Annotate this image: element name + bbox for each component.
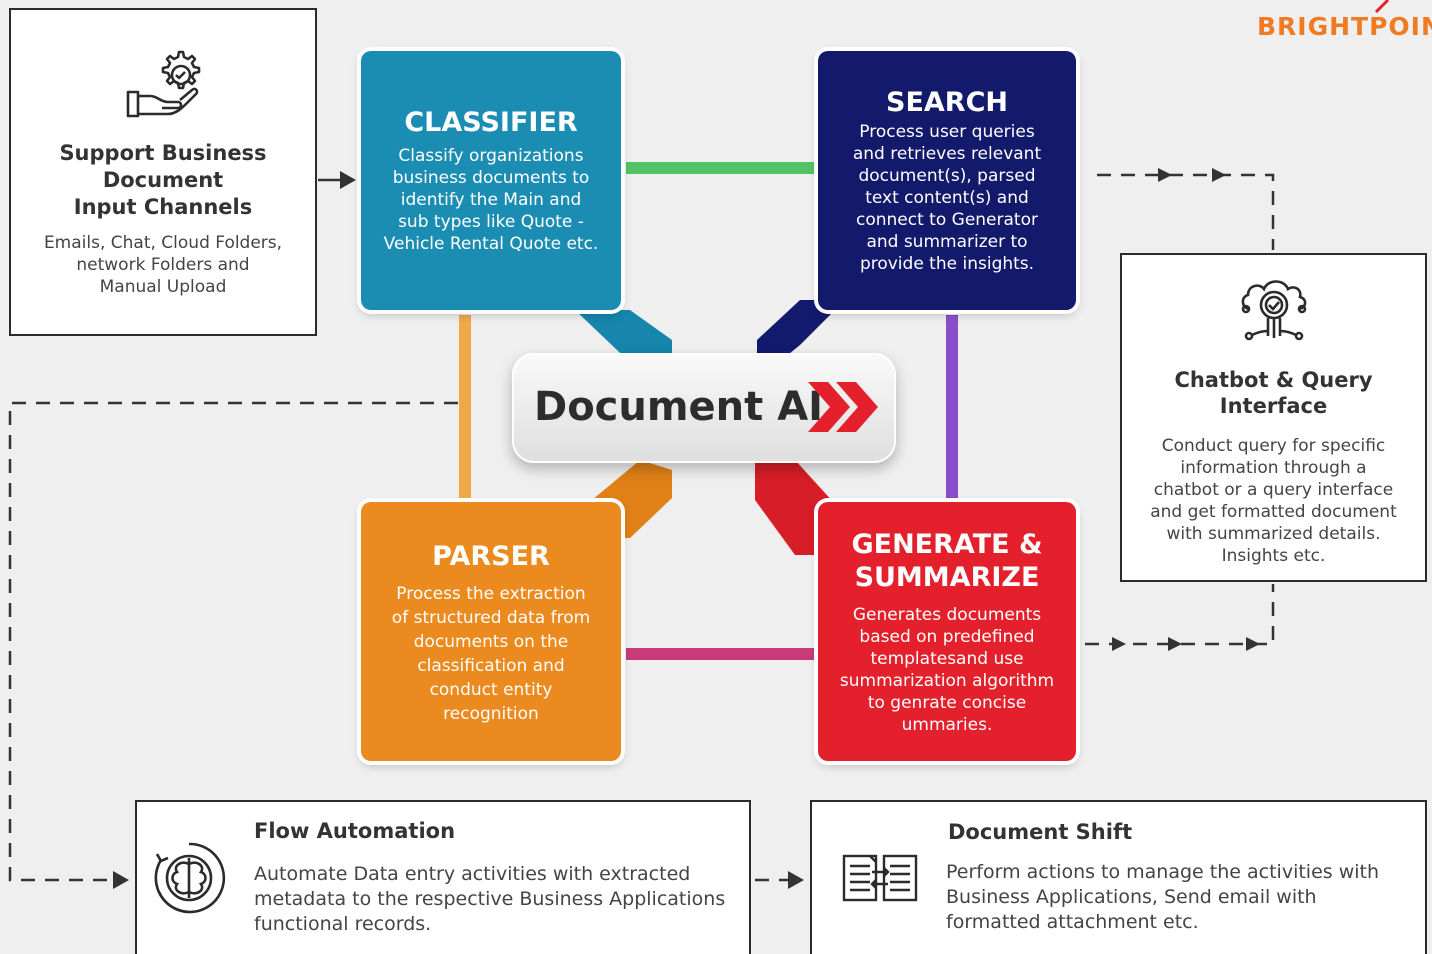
generate-desc-3: templatesand use — [870, 649, 1024, 669]
flow-desc-2: metadata to the respective Business Appl… — [254, 888, 726, 910]
search-desc-3: document(s), parsed — [858, 166, 1036, 186]
input-desc-line-2: network Folders and — [76, 255, 250, 275]
search-desc-1: Process user queries — [859, 122, 1035, 142]
arrowhead-flow — [113, 871, 129, 889]
brand-logo-text: BRIGHTPOIN — [1257, 12, 1432, 41]
chatbot-cloud-icon — [1241, 280, 1307, 341]
shift-desc-1: Perform actions to manage the activities… — [946, 861, 1380, 883]
input-desc-line-3: Manual Upload — [99, 277, 227, 297]
parser-desc-5: conduct entity — [429, 680, 553, 700]
search-desc-4: text content(s) and — [865, 188, 1029, 208]
generate-desc-6: ummaries. — [901, 715, 993, 735]
input-title-line-1: Support Business — [59, 141, 267, 165]
shift-title: Document Shift — [948, 820, 1133, 844]
parser-tile[interactable]: PARSER Process the extraction of structu… — [361, 502, 621, 761]
line-parser-generate — [626, 648, 814, 660]
classifier-desc-1: Classify organizations — [398, 146, 584, 166]
arrowhead-shift — [788, 871, 804, 889]
parser-desc-1: Process the extraction — [396, 584, 586, 604]
document-ai-label: Document AI — [534, 384, 824, 430]
chatbot-title-2: Interface — [1219, 394, 1328, 418]
chatbot-desc-5: with summarized details. — [1166, 524, 1381, 544]
search-desc-6: and summarizer to — [866, 232, 1028, 252]
chatbot-desc-6: Insights etc. — [1221, 546, 1326, 566]
dashed-search-chatbot — [1097, 173, 1275, 250]
parser-desc-2: of structured data from — [391, 608, 591, 628]
hand-gear-icon — [126, 50, 201, 118]
document-transfer-icon — [842, 854, 918, 902]
generate-desc-2: based on predefined — [859, 627, 1035, 647]
arrowhead-input — [340, 171, 356, 189]
chatbot-title-1: Chatbot & Query — [1174, 368, 1373, 392]
chatbot-desc-4: and get formatted document — [1150, 502, 1397, 522]
parser-desc-3: documents on the — [413, 632, 569, 652]
parser-desc-6: recognition — [443, 704, 539, 724]
generate-title-2: SUMMARIZE — [854, 562, 1040, 593]
parser-desc-4: classification and — [417, 656, 565, 676]
search-tile[interactable]: SEARCH Process user queries and retrieve… — [818, 51, 1076, 310]
input-title-line-2: Document — [102, 168, 224, 192]
parser-title: PARSER — [432, 541, 550, 572]
input-title-line-3: Input Channels — [73, 195, 253, 219]
flow-desc-3: functional records. — [254, 913, 432, 935]
chatbot-desc-2: information through a — [1180, 458, 1367, 478]
double-chevron-icon — [808, 382, 878, 432]
line-classifier-parser — [459, 315, 471, 501]
dashed-center-flow — [8, 401, 458, 882]
search-desc-7: provide the insights. — [859, 254, 1035, 274]
flow-automation-box: Flow Automation Automate Data entry acti… — [135, 800, 751, 954]
chatbot-desc-1: Conduct query for specific — [1161, 436, 1386, 456]
generate-title-1: GENERATE & — [851, 529, 1043, 560]
brand-mark-icon — [1374, 0, 1390, 14]
flow-title: Flow Automation — [254, 819, 456, 843]
line-classifier-search — [626, 162, 814, 174]
chatbot-desc-3: chatbot or a query interface — [1153, 480, 1394, 500]
search-desc-5: connect to Generator — [856, 210, 1038, 230]
shift-desc-2: Business Applications, Send email with — [946, 886, 1317, 908]
generate-summarize-tile[interactable]: GENERATE & SUMMARIZE Generates documents… — [818, 502, 1076, 761]
classifier-desc-2: business documents to — [392, 168, 590, 188]
arrowhead-generate-2 — [1168, 637, 1182, 651]
shift-desc-3: formatted attachment etc. — [946, 911, 1199, 933]
arrowhead-search-1 — [1158, 168, 1172, 182]
brain-gear-icon — [154, 842, 226, 914]
dashed-generate-chatbot — [1085, 584, 1275, 646]
generate-desc-5: to genrate concise — [867, 693, 1027, 713]
classifier-desc-3: identify the Main and — [400, 190, 582, 210]
search-desc-2: and retrieves relevant — [852, 144, 1042, 164]
arrowhead-generate-3 — [1246, 637, 1260, 651]
document-shift-box: Document Shift Perform actions to manage… — [810, 800, 1427, 954]
classifier-desc-5: Vehicle Rental Quote etc. — [383, 234, 599, 254]
generate-desc-4: summarization algorithm — [839, 671, 1055, 691]
generate-desc-1: Generates documents — [852, 605, 1042, 625]
line-search-generate — [946, 315, 958, 498]
arrowhead-generate-1 — [1112, 637, 1126, 651]
input-desc-line-1: Emails, Chat, Cloud Folders, — [43, 233, 283, 253]
input-channels-box: Support Business Document Input Channels… — [9, 8, 317, 336]
flow-desc-1: Automate Data entry activities with extr… — [254, 863, 691, 885]
search-title: SEARCH — [886, 87, 1008, 118]
classifier-title: CLASSIFIER — [404, 107, 578, 138]
arrowhead-search-2 — [1212, 168, 1226, 182]
classifier-desc-4: sub types like Quote - — [398, 212, 584, 232]
chatbot-query-box: Chatbot & Query Interface Conduct query … — [1120, 253, 1427, 582]
classifier-tile[interactable]: CLASSIFIER Classify organizations busine… — [361, 51, 621, 310]
